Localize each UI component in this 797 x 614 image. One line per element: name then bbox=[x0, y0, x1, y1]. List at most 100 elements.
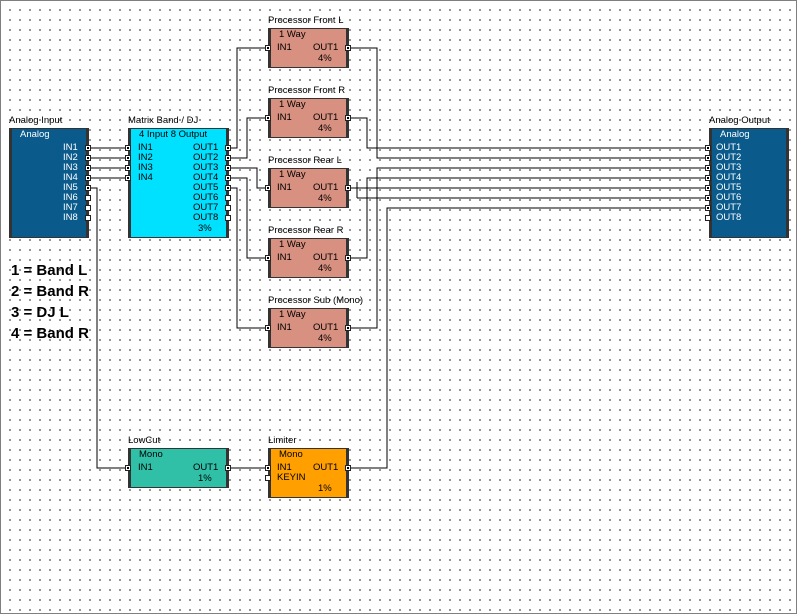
port-label: IN6 bbox=[63, 192, 78, 203]
keyin-pin[interactable] bbox=[265, 475, 271, 481]
wire bbox=[351, 207, 707, 469]
lowcut-title: LowCut bbox=[128, 435, 161, 446]
output-pin[interactable] bbox=[85, 145, 91, 151]
port-label: OUT4 bbox=[193, 172, 219, 183]
port-label: OUT1 bbox=[193, 142, 219, 153]
port-label: OUT6 bbox=[716, 192, 742, 203]
output-pin[interactable] bbox=[225, 145, 231, 151]
output-pin[interactable] bbox=[225, 195, 231, 201]
wire bbox=[351, 177, 707, 259]
input-pin[interactable] bbox=[125, 155, 131, 161]
processor-title: Processor Sub (Mono) bbox=[268, 295, 364, 306]
processor-box[interactable]: 1 Way bbox=[268, 98, 349, 138]
input-pin[interactable] bbox=[705, 155, 711, 161]
wire bbox=[351, 117, 707, 149]
output-pin[interactable] bbox=[85, 205, 91, 211]
port-label: IN1 bbox=[277, 182, 292, 193]
cpu-percent: 4% bbox=[318, 333, 332, 344]
port-label: KEYIN bbox=[277, 472, 306, 483]
cpu-percent: 4% bbox=[318, 123, 332, 134]
output-pin[interactable] bbox=[85, 155, 91, 161]
legend-item: 3 = DJ L bbox=[11, 304, 69, 321]
port-label: IN1 bbox=[277, 42, 292, 53]
output-pin[interactable] bbox=[85, 165, 91, 171]
port-label: IN2 bbox=[138, 152, 153, 163]
output-pin[interactable] bbox=[85, 185, 91, 191]
input-pin[interactable] bbox=[265, 185, 271, 191]
input-pin[interactable] bbox=[705, 175, 711, 181]
output-pin[interactable] bbox=[225, 215, 231, 221]
processor-header: 1 Way bbox=[279, 169, 306, 180]
port-label: IN7 bbox=[63, 202, 78, 213]
input-pin[interactable] bbox=[125, 165, 131, 171]
port-label: OUT1 bbox=[313, 182, 339, 193]
port-label: OUT3 bbox=[193, 162, 219, 173]
port-label: IN1 bbox=[277, 462, 292, 473]
input-pin[interactable] bbox=[125, 465, 131, 471]
input-pin[interactable] bbox=[705, 165, 711, 171]
port-label: IN1 bbox=[138, 462, 153, 473]
port-label: OUT1 bbox=[313, 42, 339, 53]
output-pin[interactable] bbox=[225, 205, 231, 211]
input-pin[interactable] bbox=[705, 185, 711, 191]
output-pin[interactable] bbox=[345, 465, 351, 471]
processor-title: Processor Front R bbox=[268, 85, 346, 96]
input-pin[interactable] bbox=[265, 325, 271, 331]
output-pin[interactable] bbox=[345, 325, 351, 331]
limiter-box[interactable]: Mono bbox=[268, 448, 349, 498]
wire bbox=[231, 177, 267, 259]
output-pin[interactable] bbox=[225, 155, 231, 161]
input-pin[interactable] bbox=[705, 145, 711, 151]
input-pin[interactable] bbox=[705, 195, 711, 201]
port-label: IN1 bbox=[277, 112, 292, 123]
output-pin[interactable] bbox=[225, 175, 231, 181]
output-pin[interactable] bbox=[85, 175, 91, 181]
channel-legend: 1 = Band L 2 = Band R 3 = DJ L 4 = Band … bbox=[11, 260, 89, 344]
port-label: IN4 bbox=[138, 172, 153, 183]
output-pin[interactable] bbox=[345, 185, 351, 191]
port-label: OUT1 bbox=[313, 112, 339, 123]
port-label: OUT2 bbox=[716, 152, 742, 163]
input-pin[interactable] bbox=[705, 205, 711, 211]
cpu-percent: 4% bbox=[318, 53, 332, 64]
input-pin[interactable] bbox=[265, 115, 271, 121]
input-pin[interactable] bbox=[265, 465, 271, 471]
input-pin[interactable] bbox=[125, 145, 131, 151]
wire bbox=[231, 187, 267, 329]
output-pin[interactable] bbox=[225, 165, 231, 171]
port-label: OUT1 bbox=[313, 462, 339, 473]
output-pin[interactable] bbox=[225, 465, 231, 471]
output-pin[interactable] bbox=[225, 185, 231, 191]
matrix-box[interactable]: 4 Input 8 Output bbox=[128, 128, 229, 238]
output-pin[interactable] bbox=[345, 255, 351, 261]
processor-header: 1 Way bbox=[279, 29, 306, 40]
processor-title: Processor Rear L bbox=[268, 155, 342, 166]
cpu-percent: 4% bbox=[318, 193, 332, 204]
wire bbox=[91, 187, 127, 469]
port-label: OUT7 bbox=[193, 202, 219, 213]
limiter-title: Limiter bbox=[268, 435, 297, 446]
analog-input-header: Analog bbox=[20, 129, 50, 140]
port-label: IN1 bbox=[277, 252, 292, 263]
cpu-percent: 3% bbox=[198, 223, 212, 234]
output-pin[interactable] bbox=[85, 215, 91, 221]
output-pin[interactable] bbox=[85, 195, 91, 201]
matrix-title: Matrix Band / DJ bbox=[128, 115, 199, 126]
port-label: IN1 bbox=[138, 142, 153, 153]
lowcut-header: Mono bbox=[139, 449, 163, 460]
analog-input-box[interactable]: Analog bbox=[9, 128, 89, 238]
input-pin[interactable] bbox=[705, 215, 711, 221]
cpu-percent: 4% bbox=[318, 263, 332, 274]
analog-output-header: Analog bbox=[720, 129, 750, 140]
output-pin[interactable] bbox=[345, 115, 351, 121]
analog-output-box[interactable]: Analog bbox=[709, 128, 789, 238]
port-label: OUT7 bbox=[716, 202, 742, 213]
port-label: IN1 bbox=[277, 322, 292, 333]
input-pin[interactable] bbox=[265, 255, 271, 261]
processor-title: Processor Rear R bbox=[268, 225, 344, 236]
legend-item: 2 = Band R bbox=[11, 283, 89, 300]
input-pin[interactable] bbox=[125, 175, 131, 181]
input-pin[interactable] bbox=[265, 45, 271, 51]
cpu-percent: 1% bbox=[198, 473, 212, 484]
output-pin[interactable] bbox=[345, 45, 351, 51]
